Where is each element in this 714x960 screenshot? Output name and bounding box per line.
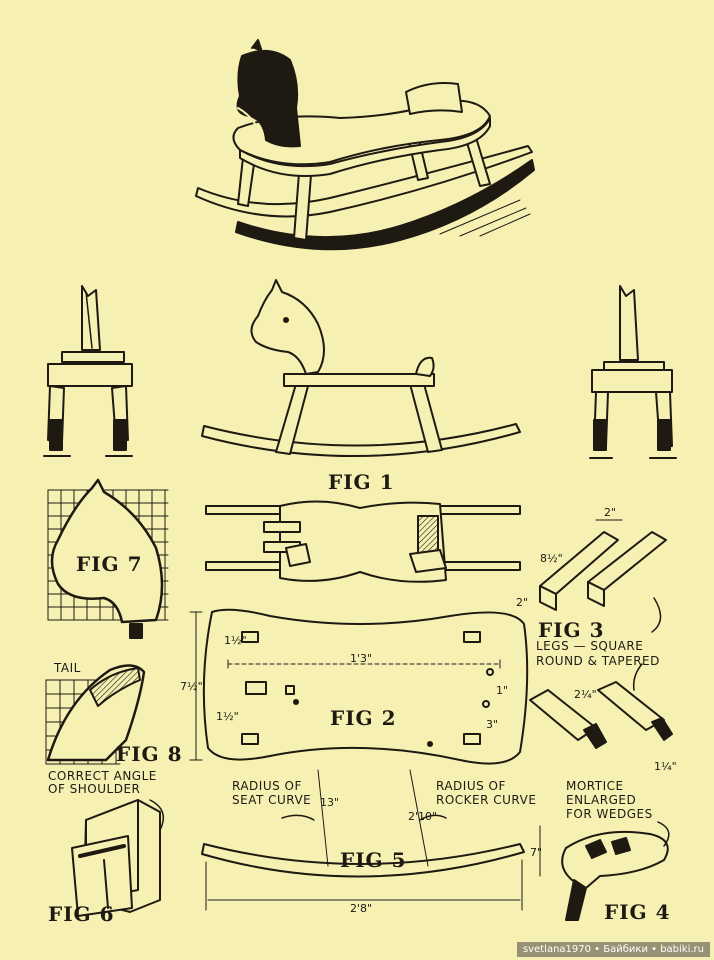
mortice-drawing <box>561 821 670 921</box>
leg-depth-dim: 2" <box>516 596 529 609</box>
fig4-label: FIG 4 <box>604 900 671 924</box>
legs-note-line2: ROUND & TAPERED <box>536 654 660 668</box>
fig5-label: FIG 5 <box>340 848 407 872</box>
seat-length-dim: 1'3" <box>350 652 373 665</box>
fig2-label: FIG 2 <box>330 706 397 730</box>
rocker-length-dim: 2'8" <box>350 902 373 915</box>
perspective-horse-drawing <box>195 39 535 251</box>
seat-small-dim: 1½" <box>216 710 239 723</box>
fig7-label: FIG 7 <box>76 552 143 576</box>
seat-hole-dim-2: 3" <box>486 718 499 731</box>
underside-plan-drawing <box>205 500 521 583</box>
legs-drawing <box>529 519 673 749</box>
seat-slot-dim: 1½" <box>224 634 247 647</box>
fig1-label: FIG 1 <box>328 470 395 494</box>
mortice-note-line3: FOR WEDGES <box>566 807 653 821</box>
rear-elevation-drawing <box>589 285 677 459</box>
rocker-radius-dim: 2'10" <box>408 810 438 823</box>
rocker-radius-note-line2: ROCKER CURVE <box>436 793 537 807</box>
rocker-radius-note-line1: RADIUS OF <box>436 779 506 793</box>
shoulder-joint-drawing <box>71 799 165 917</box>
seat-plan-drawing <box>189 608 529 765</box>
seat-hole-dim-1: 1" <box>496 684 509 697</box>
fig8-label: FIG 8 <box>116 742 183 766</box>
fig3-label: FIG 3 <box>538 618 605 642</box>
tail-pattern-grid <box>45 664 146 765</box>
seat-radius-note-line2: SEAT CURVE <box>232 793 312 807</box>
head-pattern-grid <box>47 478 169 639</box>
rocker-height-dim: 7" <box>530 846 543 859</box>
legs-note-line1: LEGS — SQUARE <box>536 639 644 653</box>
taper-end-dim: 1¼" <box>654 760 677 773</box>
leg-width-dim: 2" <box>604 506 617 519</box>
shoulder-note-line2: OF SHOULDER <box>48 782 141 796</box>
seat-width-dim: 7½" <box>180 680 203 693</box>
mortice-note-line2: ENLARGED <box>566 793 637 807</box>
seat-radius-dim: 13" <box>320 796 340 809</box>
mortice-note-line1: MORTICE <box>566 779 624 793</box>
tail-note: TAIL <box>54 661 81 675</box>
taper-length-dim: 2¼" <box>574 688 597 701</box>
side-elevation-drawing <box>201 279 521 458</box>
rocker-drawing <box>201 769 541 911</box>
front-elevation-drawing <box>43 285 133 457</box>
watermark: svetlana1970 • Байбики • babiki.ru <box>516 942 710 957</box>
seat-radius-note-line1: RADIUS OF <box>232 779 302 793</box>
shoulder-note-line1: CORRECT ANGLE <box>48 769 157 783</box>
fig6-label: FIG 6 <box>48 902 115 926</box>
leg-length-dim: 8½" <box>540 552 563 565</box>
